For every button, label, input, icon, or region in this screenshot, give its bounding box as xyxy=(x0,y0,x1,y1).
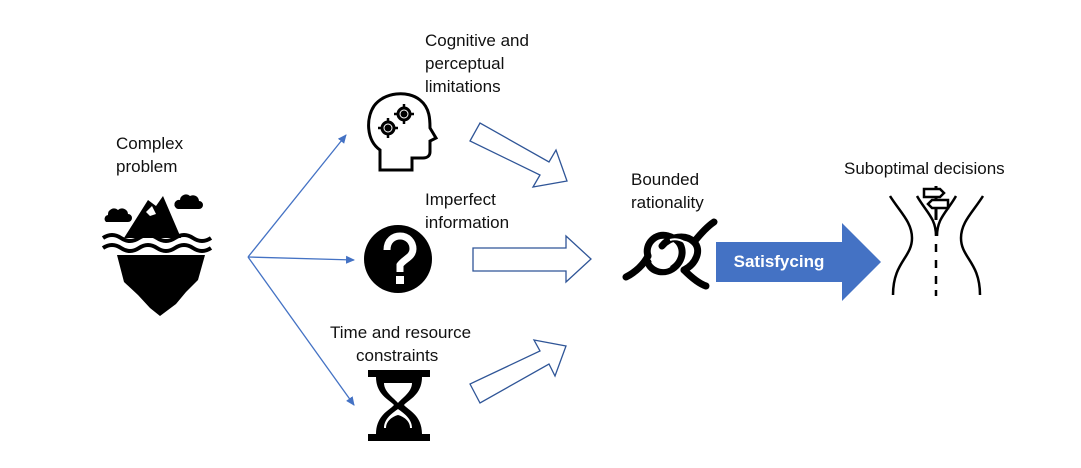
connector-to-cognitive xyxy=(247,134,347,258)
label-suboptimal-decisions: Suboptimal decisions xyxy=(844,159,1005,178)
label-cognitive-limitations: Cognitive and perceptual limitations xyxy=(425,31,529,96)
label-time-resource-constraints: Time and resource constraints xyxy=(330,323,472,365)
gear-icon xyxy=(396,106,412,122)
hollow-arrows xyxy=(469,122,592,404)
label-bounded-rationality: Bounded rationality xyxy=(631,170,704,212)
iceberg-icon xyxy=(101,194,213,316)
hourglass-icon xyxy=(368,370,430,441)
hollow-arrow-time xyxy=(469,339,567,404)
knot-icon xyxy=(622,218,718,290)
gear-icon xyxy=(380,120,396,136)
label-satisficing: Satisfycing xyxy=(733,252,825,271)
connector-lines xyxy=(247,134,355,406)
hollow-arrow-imperfect xyxy=(472,234,592,284)
satisficing-arrow xyxy=(716,223,881,301)
head-with-gears-icon xyxy=(367,92,439,172)
connector-to-imperfect xyxy=(247,255,355,264)
hollow-arrow-cognitive xyxy=(469,122,568,188)
question-mark-icon xyxy=(364,225,432,293)
crossroads-signpost-icon xyxy=(888,186,985,296)
connector-to-time xyxy=(247,256,355,406)
label-imperfect-information: Imperfect information xyxy=(425,190,510,232)
label-complex-problem: Complex problem xyxy=(116,134,184,176)
